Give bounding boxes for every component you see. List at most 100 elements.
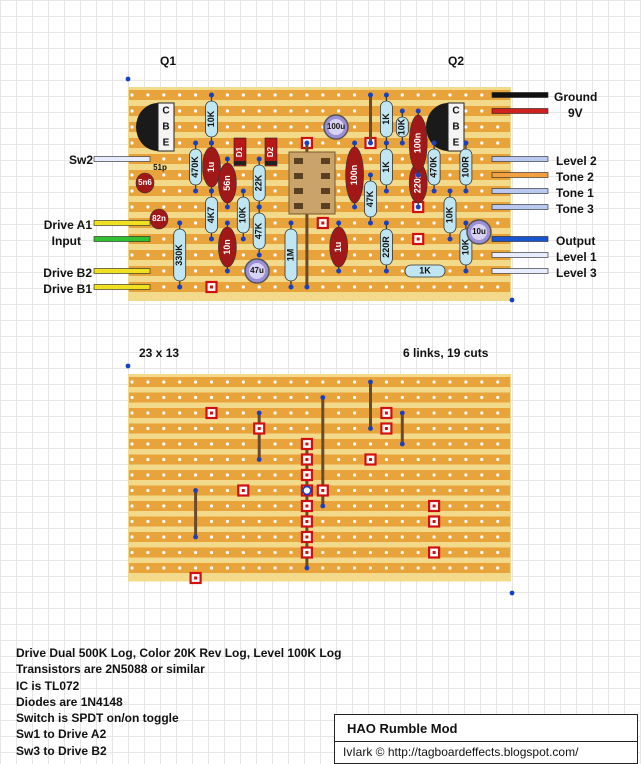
strip-hole (241, 125, 245, 129)
strip-hole (289, 504, 293, 508)
solder-point (447, 236, 453, 242)
strip-hole (353, 442, 357, 446)
resistor-body (173, 228, 187, 282)
strip-hole (321, 253, 325, 257)
track-cut-center (305, 551, 309, 554)
corner-marker (125, 363, 131, 369)
strip-hole (241, 411, 245, 415)
strip-hole (353, 519, 357, 524)
strip-hole (384, 473, 388, 477)
strip-hole (225, 550, 229, 555)
strip-hole (289, 473, 293, 477)
strip-hole (480, 504, 484, 508)
strip-hole (289, 535, 293, 539)
strip-hole (496, 141, 500, 145)
strip-hole (289, 457, 293, 462)
strip-hole (209, 535, 214, 539)
strip-hole (353, 535, 357, 539)
strip-hole (194, 109, 198, 113)
strip-hole (130, 109, 134, 113)
strip-hole (241, 269, 245, 273)
resistor-label: 47K (254, 222, 264, 239)
strip-hole (496, 550, 500, 555)
track-cut-center (305, 442, 309, 446)
strip-hole (432, 473, 436, 477)
resistor-label: 470K (428, 156, 438, 178)
track-cut-center (432, 520, 436, 523)
strip-hole (432, 411, 436, 415)
track-cut-center (321, 221, 325, 225)
strip-hole (353, 395, 357, 400)
copper-strip (129, 439, 510, 449)
strip-hole (480, 566, 484, 570)
strip-hole (241, 253, 245, 257)
strip-hole (464, 566, 468, 570)
copper-strip (129, 122, 510, 132)
solder-point (383, 140, 389, 146)
solder-point (431, 188, 437, 194)
resistor-label: 1M (285, 249, 295, 262)
strip-hole (209, 504, 214, 508)
solder-point (256, 252, 262, 258)
strip-hole (273, 488, 277, 493)
strip-hole (178, 550, 182, 555)
strip-hole (480, 535, 484, 539)
solder-point (415, 108, 421, 114)
strip-hole (130, 550, 134, 555)
strip-hole (400, 457, 404, 462)
solder-point (463, 220, 469, 226)
strip-hole (225, 411, 229, 415)
film-cap-body (408, 114, 428, 172)
level3-wire (491, 268, 549, 274)
strip-hole (241, 109, 245, 113)
copper-strip (129, 138, 510, 148)
strip-hole (400, 285, 404, 289)
strip-hole (225, 504, 229, 508)
strip-hole (130, 457, 134, 462)
drive-b2-wire (93, 268, 151, 274)
strip-hole (257, 380, 261, 384)
strip-hole (146, 519, 150, 524)
transistor: CBE (136, 102, 175, 152)
strip-hole (225, 519, 229, 524)
strip-hole (368, 566, 373, 570)
strip-hole (162, 395, 166, 400)
track-cut-center (210, 411, 213, 415)
strip-hole (416, 535, 420, 539)
strip-hole (400, 473, 404, 477)
resistor-body (459, 148, 473, 186)
strip-hole (273, 411, 277, 415)
resistor-body (427, 148, 441, 186)
title-divider (335, 741, 637, 742)
strip-hole (480, 93, 484, 97)
strip-hole (480, 109, 484, 113)
strip-hole (225, 93, 229, 97)
strip-hole (321, 141, 325, 145)
strip-hole (241, 442, 245, 446)
capacitor-label: 56n (222, 175, 232, 191)
transistor-body (136, 103, 158, 151)
strip-hole (194, 285, 198, 289)
diode-band (234, 161, 246, 165)
strip-hole (496, 457, 500, 462)
strip-hole (305, 411, 309, 415)
resistor-body (205, 100, 218, 138)
track-cut-center (321, 489, 325, 492)
strip-hole (448, 253, 452, 257)
strip-hole (321, 380, 325, 384)
strip-hole (225, 285, 229, 289)
strip-hole (130, 442, 134, 446)
tone2-wire (491, 172, 549, 178)
strip-hole (209, 550, 214, 555)
strip-hole (273, 395, 277, 400)
strip-hole (146, 205, 150, 209)
strip-hole (448, 504, 452, 508)
capacitor-label: 220n (413, 173, 423, 194)
strip-hole (241, 519, 245, 524)
strip-hole (464, 109, 468, 113)
sw2-wire (93, 156, 151, 162)
strip-hole (162, 442, 166, 446)
transistor: CBE (426, 102, 465, 152)
solder-point (463, 268, 469, 274)
cuts-board-diagram (125, 363, 515, 596)
